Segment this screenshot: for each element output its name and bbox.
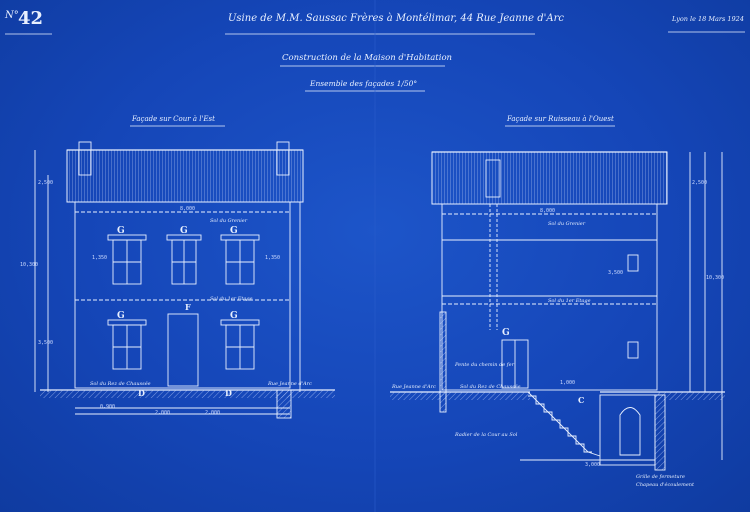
east-width-dim: 8,000 [180,206,196,212]
west-dim-3: 10,300 [706,275,725,281]
bottom-note-3: Chapeau d'écoulement [636,482,695,488]
east-dim-5: 1,350 [265,255,281,261]
west-ground-floor-label: Sol du Rez de Chaussée [460,384,521,390]
east-ground-floor-label: Sol du Rez de Chaussée [90,381,151,387]
west-dim-4: 3,000 [585,462,601,468]
window-tag-g5: G [230,311,238,321]
window-tag-g3: G [230,226,238,236]
tag-d-right: D [225,388,232,398]
drawing-subtitle: Ensemble des façades 1/50° [310,79,418,88]
door-tag-g: G [502,328,510,338]
date-line: Lyon le 18 Mars 1924 [672,15,744,23]
door-tag-f: F [185,302,191,312]
window-tag-g1: G [117,226,125,236]
tag-d-left: D [138,388,145,398]
window-tag-g4: G [117,311,125,321]
west-facade [390,151,725,471]
east-street-label: Rue Jeanne d'Arc [268,381,312,387]
east-dim-8: 10,300 [20,262,39,268]
east-dim-6: 2,500 [38,180,54,186]
west-dim-2: 2,500 [692,180,708,186]
east-dim-2: 2,000 [205,410,221,416]
plate-prefix: N° [5,10,19,21]
canal-note: Pente du chemin de fer [455,362,514,368]
east-dim-7: 3,500 [38,340,54,346]
west-street-label: Rue Jeanne d'Arc [392,384,436,390]
bottom-note-2: Grille de fermeture [636,474,685,480]
drawing-title: Construction de la Maison d'Habitation [282,53,453,63]
tag-c: C [578,395,585,405]
bottom-note-1: Radier de la Cour au Sol [455,432,518,438]
east-dim-4: 1,350 [92,255,108,261]
west-attic-floor-label: Sol du Grenier [548,221,586,227]
owner-line: Usine de M.M. Saussac Frères à Montélima… [228,13,564,24]
east-attic-floor-label: Sol du Grenier [210,218,248,224]
east-first-floor-label: Sol du 1er Etage [210,296,253,302]
west-dim-5: 1,000 [560,380,576,386]
west-width-dim: 8,000 [540,208,556,214]
east-view-title: Façade sur Cour à l'Est [132,115,215,123]
west-dim-1: 3,500 [608,270,624,276]
east-dim-3: 0,900 [100,404,116,410]
east-facade [34,141,335,419]
plate-number: 42 [18,8,44,29]
west-view-title: Façade sur Ruisseau à l'Ouest [507,115,614,123]
east-dim-1: 2,000 [155,410,171,416]
west-first-floor-label: Sol du 1er Etage [548,298,591,304]
window-tag-g2: G [180,226,188,236]
